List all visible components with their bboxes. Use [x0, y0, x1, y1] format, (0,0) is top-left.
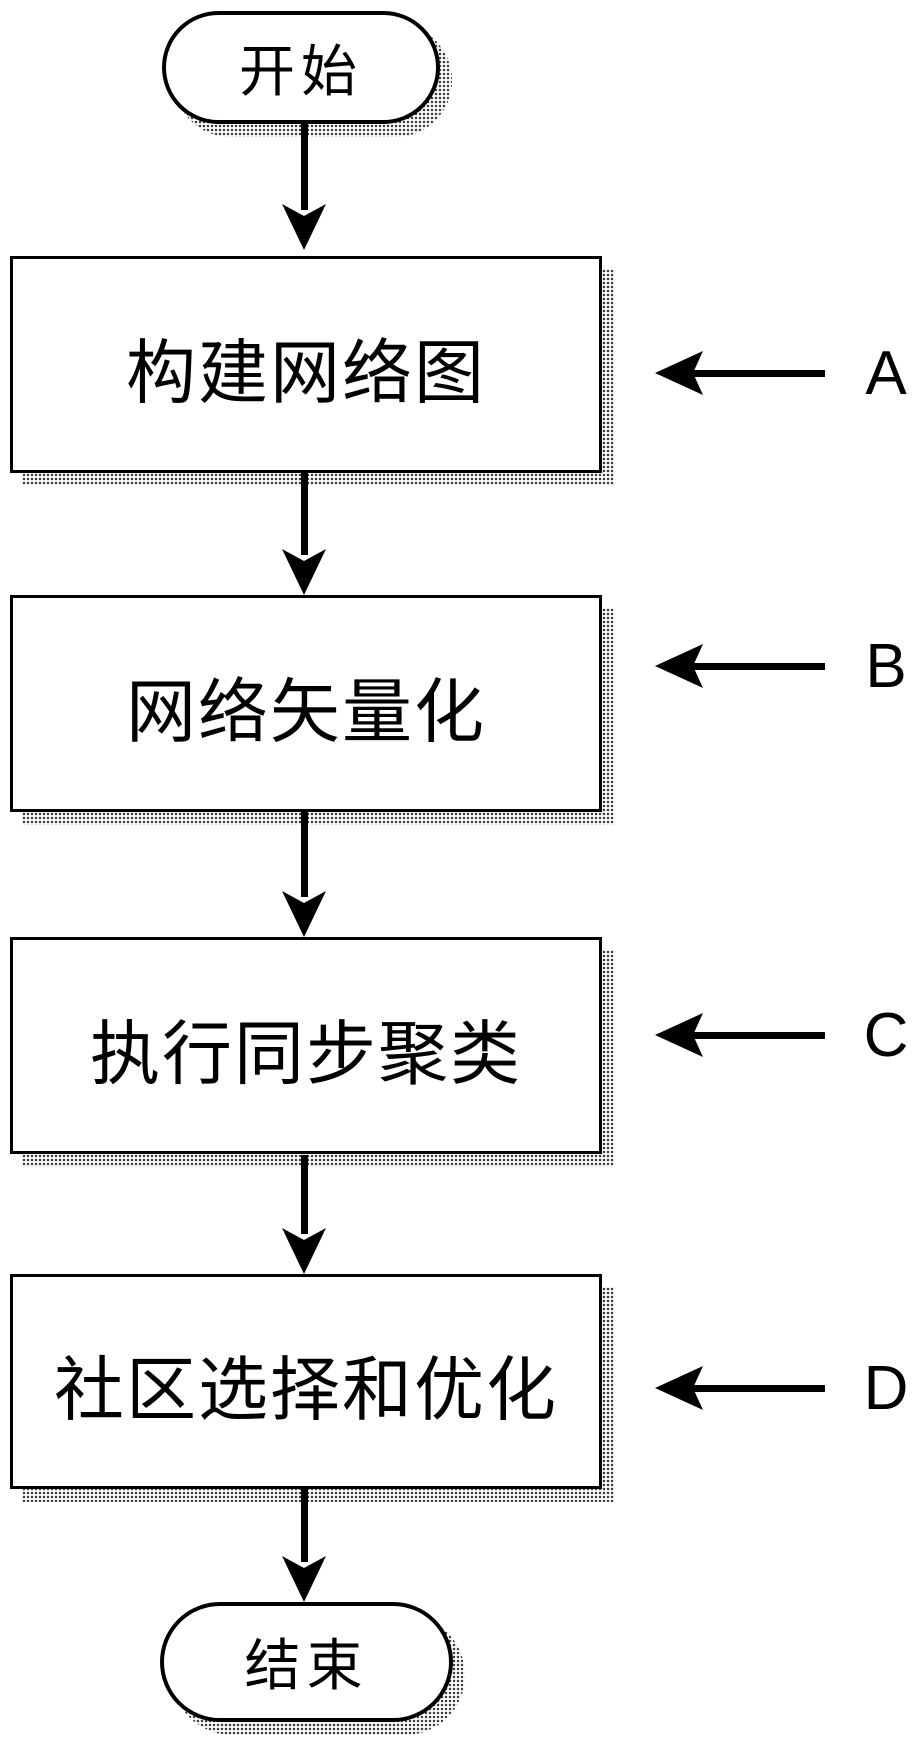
node-vectorize-network-shape: 网络矢量化	[10, 595, 602, 812]
connector-cluster-to-community	[282, 1155, 326, 1274]
step-b-arrow-icon	[655, 644, 825, 688]
node-start-shape: 开始	[162, 11, 440, 124]
step-label-c: C	[863, 1001, 909, 1070]
node-build-network: 构建网络图	[10, 256, 614, 486]
connector-build-to-vectorize	[282, 473, 326, 595]
node-community-optimize: 社区选择和优化	[10, 1274, 614, 1502]
connector-vectorize-to-cluster	[282, 812, 326, 937]
step-label-b: B	[865, 632, 907, 701]
node-sync-clustering-shape: 执行同步聚类	[10, 937, 602, 1154]
node-start-label: 开始	[239, 39, 363, 105]
node-start: 开始	[162, 11, 452, 137]
node-sync-clustering: 执行同步聚类	[10, 937, 614, 1167]
node-build-network-label: 构建网络图	[126, 331, 486, 414]
connector-community-to-end	[282, 1489, 326, 1602]
step-label-a: A	[865, 339, 907, 408]
connector-start-to-build	[282, 124, 326, 250]
node-community-optimize-label: 社区选择和优化	[54, 1348, 558, 1431]
step-a-arrow-icon	[655, 351, 825, 395]
node-community-optimize-shape: 社区选择和优化	[10, 1274, 602, 1489]
node-build-network-shape: 构建网络图	[10, 256, 602, 473]
node-vectorize-network: 网络矢量化	[10, 595, 614, 825]
step-label-d: D	[863, 1354, 909, 1423]
step-c-arrow-icon	[655, 1013, 825, 1057]
node-end-shape: 结束	[160, 1602, 453, 1722]
node-end-label: 结束	[244, 1634, 369, 1699]
step-d-arrow-icon	[655, 1366, 825, 1410]
node-sync-clustering-label: 执行同步聚类	[90, 1012, 522, 1095]
node-end: 结束	[160, 1602, 465, 1735]
node-vectorize-network-label: 网络矢量化	[126, 670, 486, 753]
